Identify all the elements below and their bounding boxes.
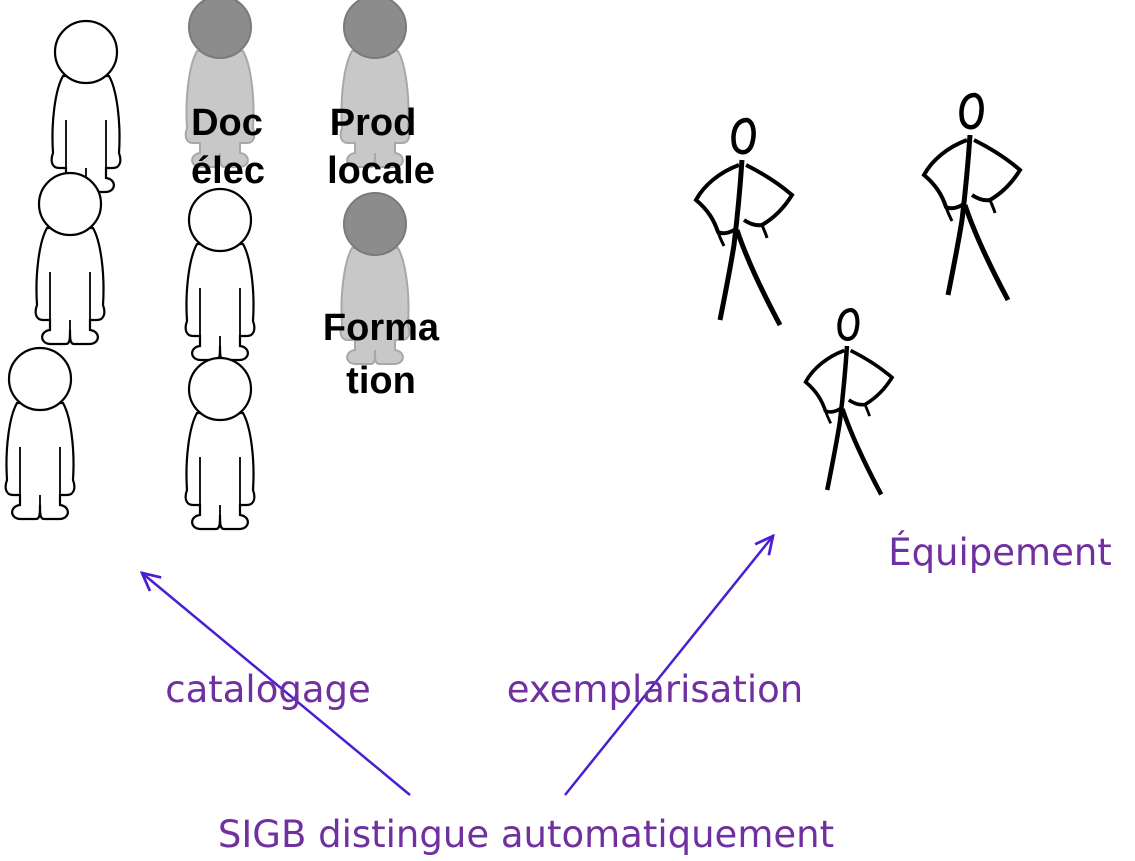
person-outline-icon <box>184 187 256 362</box>
arrow-icon <box>564 536 773 796</box>
stick-figure-icon <box>696 120 792 325</box>
person-outline-icon <box>50 19 122 194</box>
exemplarisation-label: exemplarisation <box>507 668 803 711</box>
doc-elec-label-line1: Doc <box>191 102 263 144</box>
person-outline-icon <box>34 171 106 346</box>
arrow-icon <box>142 573 411 796</box>
stick-figure-icon <box>806 310 892 495</box>
catalogage-label: catalogage <box>165 668 371 711</box>
formation-label-line1: Forma <box>323 307 440 349</box>
person-outline-icon <box>4 346 76 521</box>
prod-locale-label-line2: locale <box>327 150 435 192</box>
stick-figure-icon <box>924 95 1020 300</box>
equipement-label: Équipement <box>888 530 1112 574</box>
formation-label-line2: tion <box>346 360 416 402</box>
person-outline-icon <box>184 356 256 531</box>
doc-elec-label-line2: élec <box>191 150 265 192</box>
prod-locale-label-line1: Prod <box>330 102 417 144</box>
sigb-caption: SIGB distingue automatiquement <box>218 813 834 856</box>
